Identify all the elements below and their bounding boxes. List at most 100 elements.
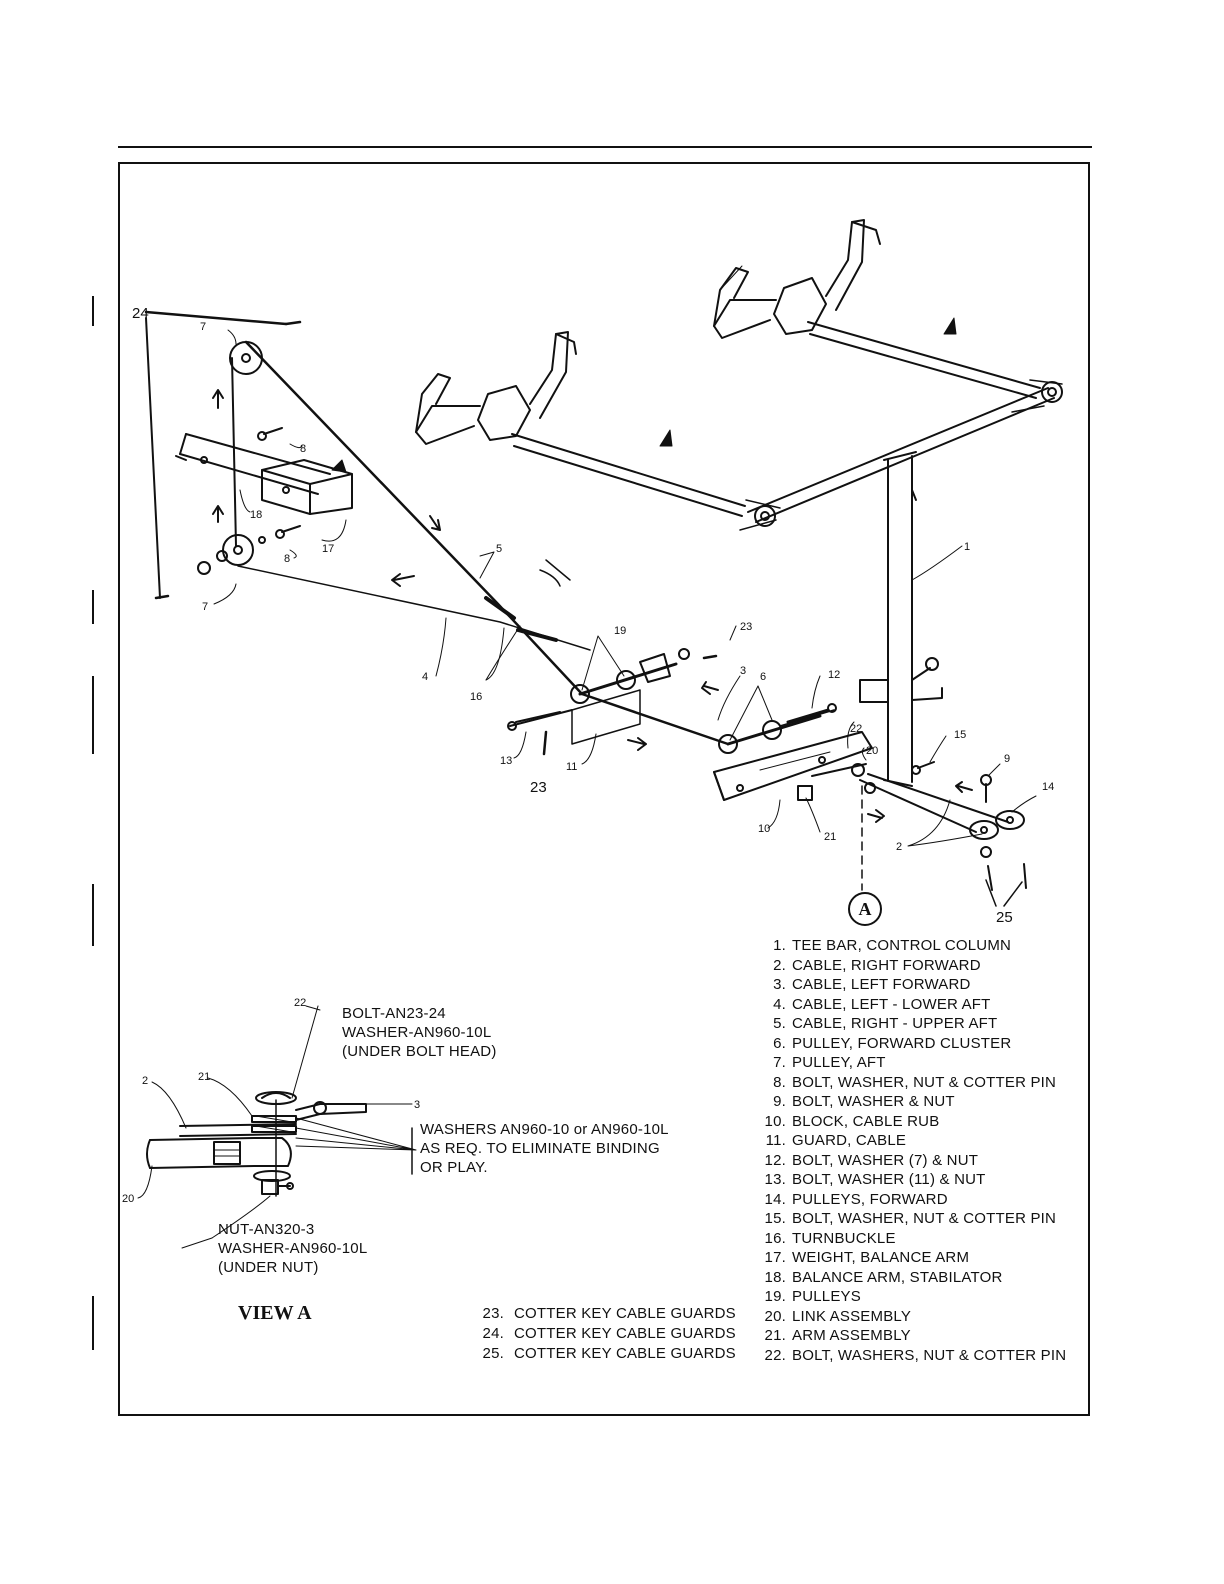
legend-item-number: 16. <box>764 1229 786 1247</box>
margin-bar <box>92 296 94 326</box>
legend-item-text: PULLEYS <box>792 1288 861 1305</box>
legend-item-text: CABLE, LEFT - LOWER AFT <box>792 995 991 1013</box>
callout-5: 5 <box>496 543 502 555</box>
legend-item-text: BOLT, WASHER & NUT <box>792 1093 955 1110</box>
link-arm-assembly <box>797 763 876 801</box>
callout-18: 18 <box>250 509 262 521</box>
callout-2: 2 <box>896 841 902 853</box>
callout-13: 13 <box>500 755 512 767</box>
legend-item-text: BLOCK, CABLE RUB <box>792 1112 940 1130</box>
margin-bar <box>92 590 94 624</box>
legend-item: 23.COTTER KEY CABLE GUARDS <box>478 1304 736 1324</box>
callout-4: 4 <box>422 671 428 683</box>
pulleys-19 <box>570 648 690 704</box>
margin-bar <box>92 676 94 754</box>
balance-arm-weight <box>261 459 353 515</box>
view-a-callout-21: 21 <box>198 1071 210 1083</box>
callout-12: 12 <box>828 669 840 681</box>
legend-item: 19. PULLEYS <box>756 1287 1066 1307</box>
legend-item-text: ARM ASSEMBLY <box>792 1327 911 1344</box>
legend-item-text: CABLE, RIGHT - UPPER AFT <box>792 1015 998 1032</box>
callout-19: 19 <box>614 625 626 637</box>
legend-item: 8. BOLT, WASHER, NUT & COTTER PIN <box>756 1073 1066 1093</box>
legend-item-number: 23. <box>482 1305 504 1322</box>
view-a-callout-20: 20 <box>122 1193 134 1205</box>
legend-item-text: CABLE, LEFT FORWARD <box>792 976 971 993</box>
callout-24: 24 <box>132 305 149 322</box>
legend-item-text: PULLEY, AFT <box>792 1054 886 1071</box>
legend-item-number: 7. <box>773 1054 786 1071</box>
legend-item-number: 18. <box>764 1268 786 1286</box>
legend-item-number: 11. <box>765 1132 786 1149</box>
legend-item: 7. PULLEY, AFT <box>756 1053 1066 1073</box>
bolt-note-line: BOLT-AN23-24 <box>342 1005 446 1022</box>
pulley-aft-upper <box>229 341 263 375</box>
legend-item-number: 3. <box>773 976 786 993</box>
legend-item-number: 8. <box>773 1073 786 1091</box>
view-a-detail <box>146 1091 367 1197</box>
legend-item-text: BOLT, WASHER, NUT & COTTER PIN <box>792 1210 1057 1227</box>
left-control-wheel <box>415 331 577 445</box>
figure-frame <box>118 162 1090 1416</box>
callout-15: 15 <box>954 729 966 741</box>
callout-3: 3 <box>740 665 746 677</box>
view-a-title: VIEW A <box>238 1302 312 1324</box>
nut-note-line: NUT-AN320-3 <box>218 1221 315 1238</box>
legend-item-number: 24. <box>482 1325 504 1342</box>
callout-16: 16 <box>470 691 482 703</box>
legend-item: 11. GUARD, CABLE <box>756 1131 1066 1151</box>
legend-item-number: 6. <box>773 1034 786 1052</box>
legend-item-number: 2. <box>773 956 786 974</box>
legend-item: 18.BALANCE ARM, STABILATOR <box>756 1268 1066 1288</box>
legend-item-number: 4. <box>773 995 786 1013</box>
legend-item: 24.COTTER KEY CABLE GUARDS <box>478 1324 736 1344</box>
legend-item-number: 17. <box>764 1249 786 1266</box>
legend-item: 16. TURNBUCKLE <box>756 1229 1066 1249</box>
legend-item-text: BOLT, WASHER (7) & NUT <box>792 1151 979 1169</box>
legend-item-number: 25. <box>482 1345 504 1362</box>
nut-note: NUT-AN320-3 WASHER-AN960-10L (UNDER NUT) <box>218 1220 367 1277</box>
legend-item-text: GUARD, CABLE <box>792 1132 907 1149</box>
legend-item-text: BOLT, WASHER, NUT & COTTER PIN <box>792 1073 1057 1091</box>
block-cable-rub <box>713 731 873 801</box>
callout-10: 10 <box>758 823 770 835</box>
margin-bar <box>92 884 94 946</box>
legend-item: 21. ARM ASSEMBLY <box>756 1326 1066 1346</box>
legend-item-number: 9. <box>773 1093 786 1110</box>
view-a-marker: A <box>848 892 882 926</box>
bolt-note: BOLT-AN23-24 WASHER-AN960-10L (UNDER BOL… <box>342 1004 497 1061</box>
legend-item-text: CABLE, RIGHT FORWARD <box>792 956 981 974</box>
pulleys-forward <box>969 774 1025 858</box>
tee-bar-control-column <box>511 321 1063 787</box>
legend-item-number: 15. <box>764 1210 786 1227</box>
cable-left-lower-aft <box>237 565 591 651</box>
top-rule <box>118 146 1092 148</box>
callout-17: 17 <box>322 543 334 555</box>
legend-item-text: BOLT, WASHERS, NUT & COTTER PIN <box>792 1346 1067 1364</box>
legend-item: 9. BOLT, WASHER & NUT <box>756 1092 1066 1112</box>
legend-item-number: 1. <box>773 937 786 954</box>
legend-item-text: LINK ASSEMBLY <box>792 1307 912 1325</box>
callout-11: 11 <box>566 761 577 773</box>
callout-23: 23 <box>740 621 752 633</box>
legend-item-text: PULLEYS, FORWARD <box>792 1190 948 1208</box>
view-a-callout-3: 3 <box>414 1099 420 1111</box>
legend-item: 12.BOLT, WASHER (7) & NUT <box>756 1151 1066 1171</box>
nut-note-line: (UNDER NUT) <box>218 1259 319 1276</box>
legend-item-text: TURNBUCKLE <box>792 1229 896 1247</box>
nut-note-line: WASHER-AN960-10L <box>218 1240 368 1257</box>
callout-23: 23 <box>530 779 547 796</box>
legend-item-number: 19. <box>764 1288 786 1305</box>
legend-item-number: 21. <box>764 1327 786 1344</box>
legend-item: 13.BOLT, WASHER (11) & NUT <box>756 1170 1066 1190</box>
legend-item: 14.PULLEYS, FORWARD <box>756 1190 1066 1210</box>
callout-14: 14 <box>1042 781 1054 793</box>
bolt-note-line: (UNDER BOLT HEAD) <box>342 1043 497 1060</box>
turnbuckle <box>484 596 558 642</box>
margin-bar <box>92 1296 94 1350</box>
legend-item-text: TEE BAR, CONTROL COLUMN <box>792 937 1012 954</box>
legend-item-number: 20. <box>764 1307 786 1325</box>
cable-right-forward <box>859 773 1009 833</box>
